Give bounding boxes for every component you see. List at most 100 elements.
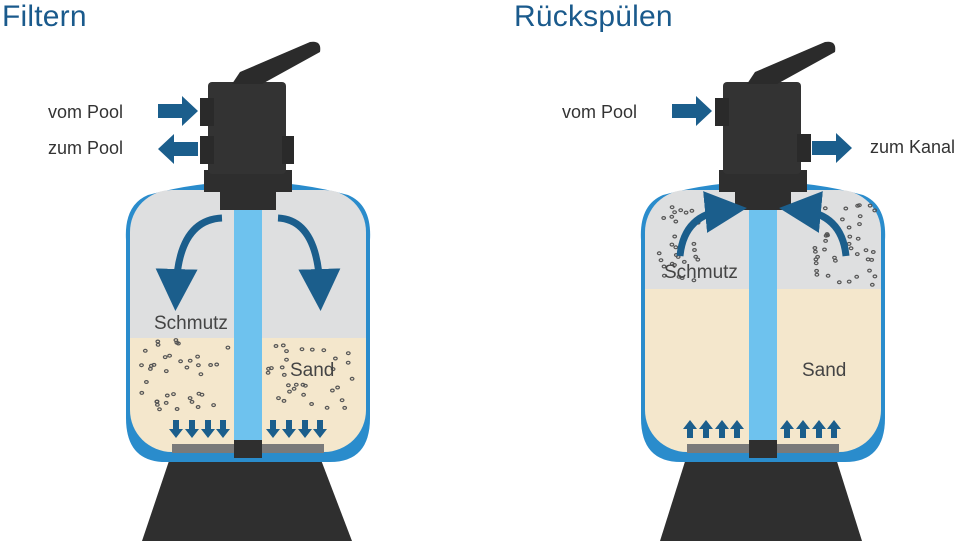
dirt-particle [299, 347, 305, 352]
up-arrow [683, 420, 697, 438]
dirt-particle [330, 367, 336, 372]
dirt-particle [225, 345, 231, 350]
dirt-particle [345, 360, 351, 365]
dirt-particle [342, 405, 348, 410]
dirt-particle [171, 392, 176, 397]
dirt-particle [822, 247, 827, 252]
dirt-particle [196, 391, 202, 396]
dirt-particle [300, 382, 306, 387]
up-arrow [699, 420, 713, 438]
dirt-particle [822, 206, 828, 211]
dirt-particle [679, 276, 685, 281]
dirt-particle [269, 366, 274, 371]
dirt-particle [669, 205, 675, 210]
flow-arrow-left [676, 191, 747, 257]
dirt-particle [178, 359, 184, 364]
dirt-particle [286, 383, 291, 388]
dirt-particle [280, 343, 286, 348]
center-pipe [234, 208, 262, 458]
dirt-particle [681, 259, 687, 264]
dirt-particle [281, 372, 287, 377]
flow-arrow-right [277, 214, 341, 311]
dirt-particle [658, 258, 664, 263]
dirt-particle [867, 203, 873, 208]
dirt-particle [823, 238, 828, 243]
filtern-title: Filtern [2, 0, 87, 33]
valve-neck [204, 170, 292, 192]
center-pipe [749, 208, 777, 458]
dirt-particle [683, 210, 689, 215]
dirt-particle [813, 261, 819, 266]
valve-neck [719, 170, 807, 192]
inlet-arrow [672, 96, 712, 126]
dirt-particle [840, 217, 845, 222]
dirt-particle [309, 347, 315, 352]
valve-collar [735, 190, 791, 210]
outlet-arrow [158, 134, 198, 164]
up-arrows [683, 420, 841, 438]
dirt-particle [857, 222, 862, 227]
dirt-particle [673, 245, 679, 250]
rueckspuelen-panel [640, 41, 886, 541]
dirt-particle [872, 208, 878, 213]
dirt-particle [154, 399, 160, 404]
lateral-hub [749, 440, 777, 458]
dirt-particle [287, 389, 292, 394]
dirt-particle [195, 363, 201, 368]
dirt-particle [198, 372, 204, 377]
dirt-particle [672, 234, 678, 239]
down-arrow [282, 420, 296, 438]
tank-stand [142, 452, 352, 541]
dirt-particle [836, 280, 842, 285]
dirt-particle [321, 348, 327, 353]
dirt-particle [214, 362, 220, 367]
flow-arrow-right [779, 191, 850, 257]
dirt-particle [187, 358, 193, 363]
dirt-particle [824, 232, 830, 237]
down-arrow [298, 420, 312, 438]
down-arrow [169, 420, 183, 438]
dirt-particle [208, 363, 214, 368]
valve-lever [232, 41, 321, 84]
dirt-particle [184, 365, 190, 370]
valve-collar [220, 190, 276, 210]
dirt-particle [301, 392, 307, 397]
dirt-particle [163, 369, 169, 374]
up-arrow [796, 420, 810, 438]
dirt-particle [669, 261, 675, 266]
dirt-particle [692, 248, 697, 253]
dirt-particle [324, 405, 330, 410]
rueckspuelen-outlet-label: zum Kanal [870, 137, 956, 157]
dirt-particle [143, 380, 149, 385]
dirt-particle [284, 349, 289, 354]
dirt-particle [855, 236, 861, 241]
dirt-particle [162, 355, 168, 360]
dirt-particle [167, 353, 173, 358]
dirt-particle [187, 396, 193, 401]
dirt-particle [163, 400, 169, 405]
dirt-particle [846, 279, 852, 284]
inlet-arrow [158, 96, 198, 126]
dirt-particle [155, 342, 161, 347]
dirt-particle [669, 214, 675, 219]
valve-port-right [282, 136, 294, 164]
dirt-particle [276, 396, 281, 401]
dirt-particle [691, 241, 697, 246]
dirt-particle [265, 370, 271, 375]
dirt-particle [279, 365, 285, 370]
dirt-particle [872, 274, 878, 279]
rueckspuelen-sand-label: Sand [802, 360, 847, 381]
dirt-particle [148, 363, 154, 368]
dirt-particle [330, 388, 335, 393]
down-arrow [266, 420, 280, 438]
valve-port-right [797, 134, 811, 162]
flow-arrow-left [155, 214, 223, 311]
dirt-particle [339, 398, 345, 403]
filtern-outlet-label: zum Pool [48, 138, 124, 158]
rueckspuelen-dirt-label: Schmutz [664, 262, 738, 283]
up-arrow [730, 420, 744, 438]
dirt-particle [309, 402, 315, 407]
up-arrow [812, 420, 826, 438]
down-arrow [185, 420, 199, 438]
